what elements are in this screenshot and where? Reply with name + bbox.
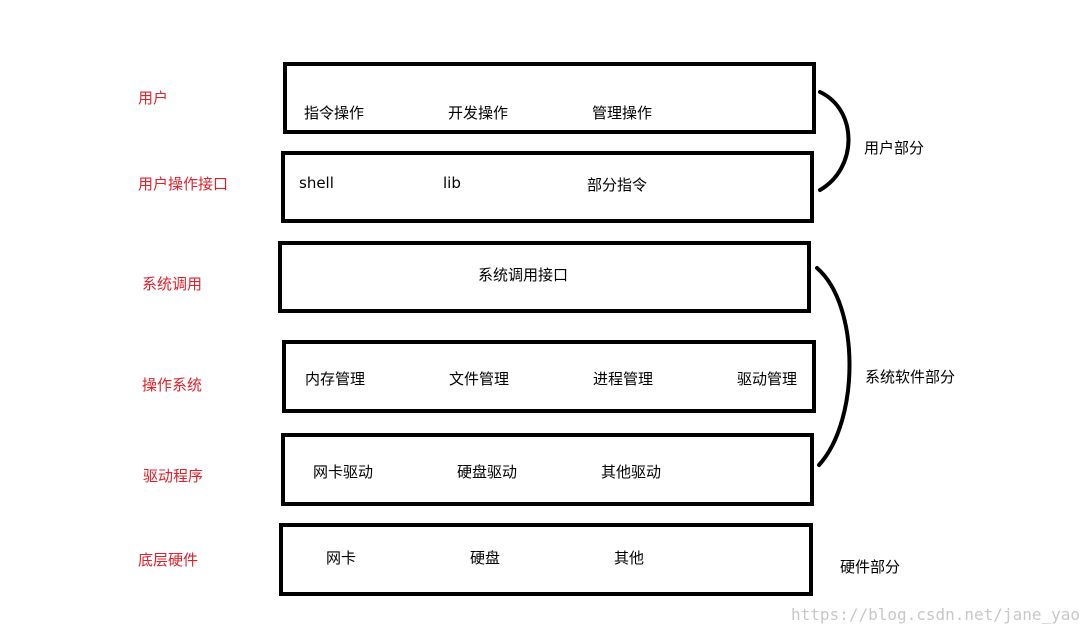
layer-label-user: 用户 <box>138 89 169 107</box>
watermark-text: https://blog.csdn.net/jane_yao <box>791 605 1080 624</box>
layer-box-user: 指令操作 开发操作 管理操作 <box>283 62 816 134</box>
box-item: shell <box>299 174 334 192</box>
group-label-user-part: 用户部分 <box>864 139 925 157</box>
box-item: 部分指令 <box>587 176 648 194</box>
box-item: 系统调用接口 <box>478 266 569 284</box>
layer-label-system-call: 系统调用 <box>142 275 203 293</box>
box-item: lib <box>443 174 461 192</box>
box-item: 管理操作 <box>592 104 653 122</box>
brace-system-software-part <box>815 266 852 467</box>
layer-box-hardware: 网卡 硬盘 其他 <box>279 523 813 596</box>
layer-box-user-interface: shell lib 部分指令 <box>281 151 814 223</box>
layer-label-driver: 驱动程序 <box>143 467 204 485</box>
box-item: 其他 <box>614 549 645 567</box>
group-label-system-software-part: 系统软件部分 <box>865 368 956 386</box>
box-item: 硬盘 <box>470 549 501 567</box>
layer-box-operating-system: 内存管理 文件管理 进程管理 驱动管理 <box>282 340 816 413</box>
box-item: 文件管理 <box>449 370 510 388</box>
box-item: 开发操作 <box>448 104 509 122</box>
layer-box-system-call: 系统调用接口 <box>278 241 811 313</box>
box-item: 内存管理 <box>305 370 366 388</box>
box-item: 指令操作 <box>304 104 365 122</box>
layer-box-driver: 网卡驱动 硬盘驱动 其他驱动 <box>281 433 814 506</box>
layer-label-hardware: 底层硬件 <box>138 551 199 569</box>
box-item: 进程管理 <box>593 370 654 388</box>
box-item: 驱动管理 <box>737 370 798 388</box>
box-item: 其他驱动 <box>601 463 662 481</box>
box-item: 网卡 <box>326 549 357 567</box>
layer-label-operating-system: 操作系统 <box>142 376 203 394</box>
layer-label-user-interface: 用户操作接口 <box>138 175 229 193</box>
box-item: 网卡驱动 <box>313 463 374 481</box>
brace-user-part <box>818 90 851 192</box>
group-label-hardware-part: 硬件部分 <box>840 558 901 576</box>
box-item: 硬盘驱动 <box>457 463 518 481</box>
